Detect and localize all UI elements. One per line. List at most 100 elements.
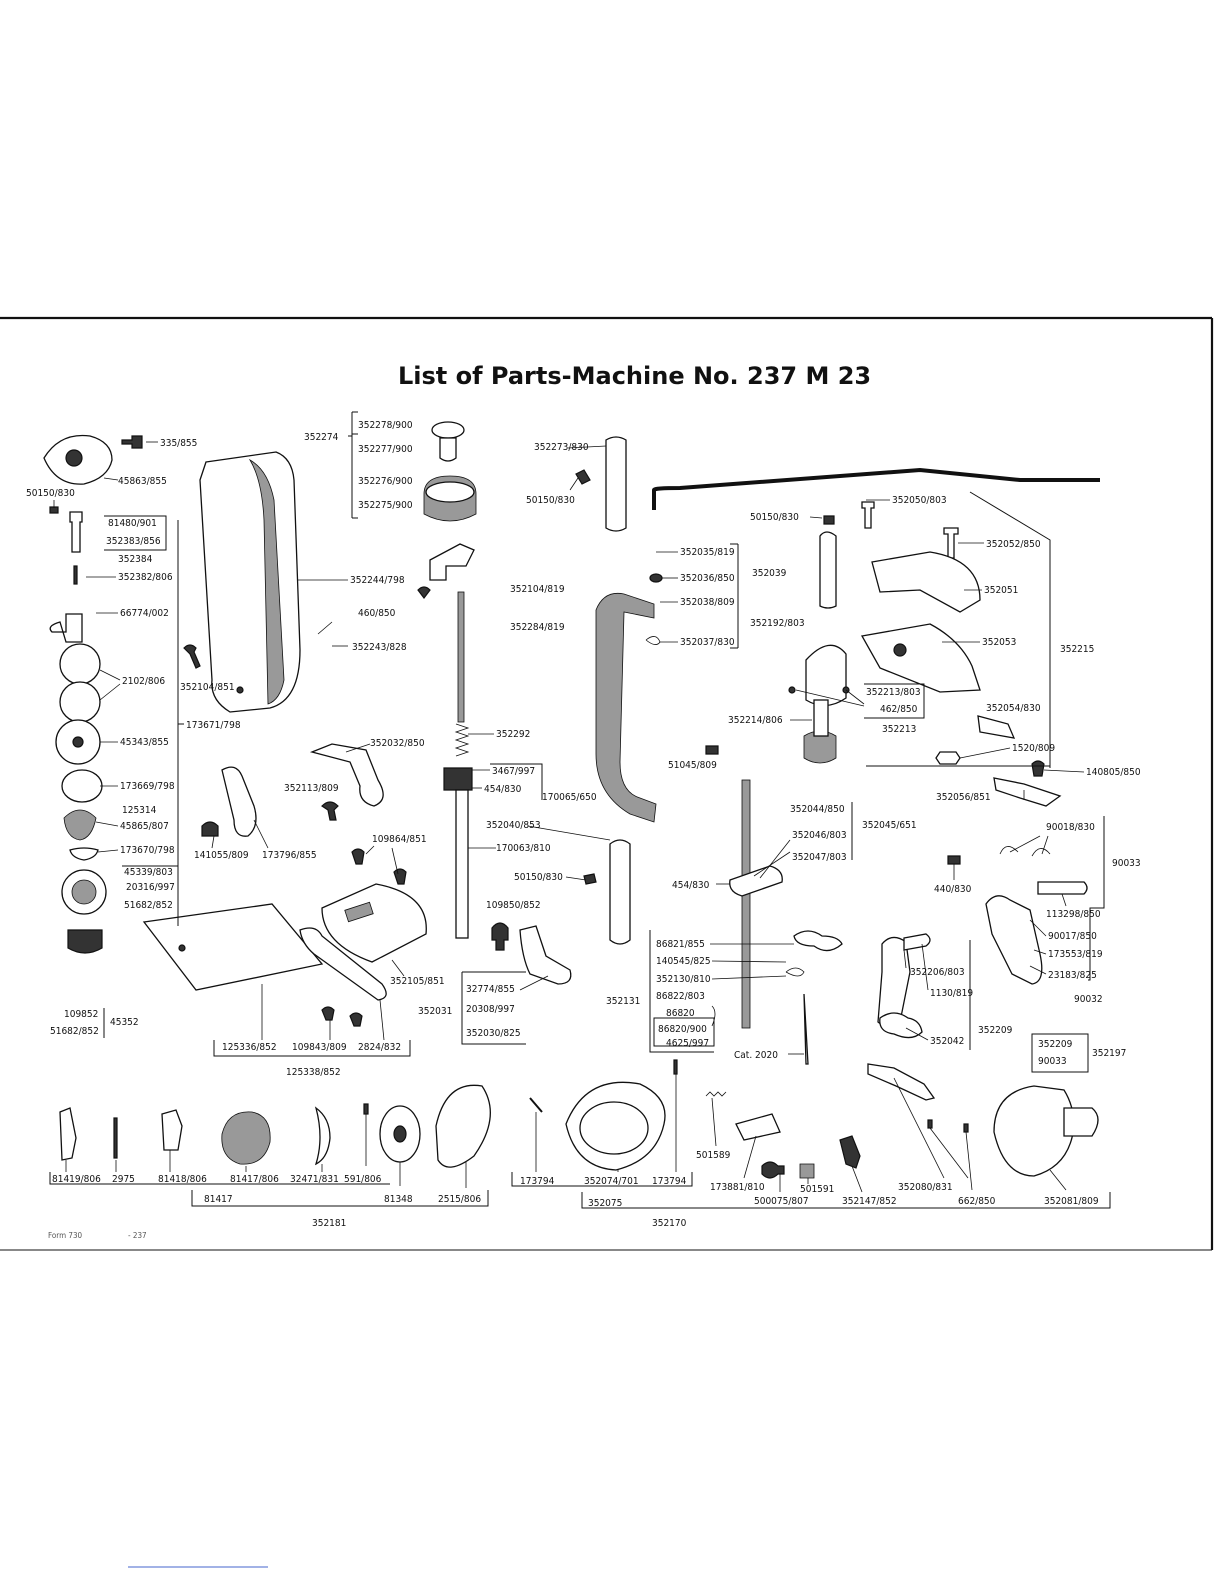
screw-352052-drawing (943, 527, 959, 559)
label-352209-b: 352209 (1038, 1039, 1073, 1050)
tension-disc-45343-hub-drawing (72, 736, 84, 748)
part-81418-drawing (161, 1109, 183, 1151)
label-352045-651: 352045/651 (862, 820, 917, 831)
label-352080-831: 352080/831 (898, 1182, 953, 1193)
label-501591: 501591 (800, 1184, 834, 1195)
needle-bar-frame-352284-drawing (595, 592, 657, 823)
label-51682-852-a: 51682/852 (124, 900, 173, 911)
label-86820-900: 86820/900 (658, 1024, 707, 1035)
label-86821-855: 86821/855 (656, 939, 705, 950)
label-3467-997: 3467/997 (492, 766, 535, 777)
label-109864-851: 109864/851 (372, 834, 427, 845)
tension-disc-2-drawing (59, 681, 101, 723)
label-45863-855: 45863/855 (118, 476, 167, 487)
guide-352045-drawing (729, 865, 783, 897)
screw-662-a-drawing (927, 1119, 933, 1129)
part-81419-drawing (59, 1107, 77, 1161)
spring-352292-drawing (454, 723, 470, 757)
label-352170: 352170 (652, 1218, 687, 1229)
label-352074-701: 352074/701 (584, 1176, 639, 1187)
label-140805-850: 140805/850 (1086, 767, 1141, 778)
label-125338-852: 125338/852 (286, 1067, 341, 1078)
label-500075-807: 500075/807 (754, 1196, 809, 1207)
label-50150-830-d: 50150/830 (750, 512, 799, 523)
label-141055-809: 141055/809 (194, 850, 249, 861)
label-50150-830-b: 50150/830 (514, 872, 563, 883)
screw-460-drawing (417, 586, 431, 599)
shaft-352192-drawing (819, 531, 837, 609)
label-173669-798: 173669/798 (120, 781, 175, 792)
screw-352050-drawing (861, 501, 875, 529)
tension-dial-inner-drawing (71, 879, 97, 905)
label-352213-803: 352213/803 (866, 687, 921, 698)
label-109850-852: 109850/852 (486, 900, 541, 911)
slide-plate-125336-drawing (142, 903, 324, 991)
label-113298-850: 113298/850 (1046, 909, 1101, 920)
spring-86822-drawing (711, 1005, 716, 1027)
tension-stud-66774-drawing (49, 613, 83, 643)
label-173794-b: 173794 (652, 1176, 687, 1187)
bracket-352275-drawing (429, 543, 475, 581)
pin-352382-drawing (73, 565, 78, 585)
pin-173794-a-drawing (529, 1097, 543, 1113)
slide-plate-hole-drawing (178, 944, 186, 952)
label-352383-856: 352383/856 (106, 536, 161, 547)
label-352075: 352075 (588, 1198, 622, 1209)
label-352206-803: 352206/803 (910, 967, 965, 978)
thread-guide-86821-drawing (793, 930, 843, 952)
label-591-806: 591/806 (344, 1174, 382, 1185)
pin-173794-b-drawing (673, 1059, 678, 1075)
label-90033-a: 90033 (1112, 858, 1141, 869)
label-2824-832: 2824/832 (358, 1042, 401, 1053)
slide-spring-2824-drawing (299, 927, 387, 1001)
label-352192-803: 352192/803 (750, 618, 805, 629)
label-352042: 352042 (930, 1036, 964, 1047)
label-352214-806: 352214/806 (728, 715, 783, 726)
label-23183-825: 23183/825 (1048, 970, 1097, 981)
label-81417: 81417 (204, 1194, 233, 1205)
shuttle-2515-drawing (435, 1084, 491, 1168)
label-20308-997: 20308/997 (466, 1004, 515, 1015)
pin-2975-drawing (113, 1117, 118, 1159)
label-352215: 352215 (1060, 644, 1094, 655)
label-4625-997: 4625/997 (666, 1038, 709, 1049)
screw-50150-top-drawing (575, 469, 591, 485)
label-173670-798: 173670/798 (120, 845, 175, 856)
label-352209-a: 352209 (978, 1025, 1013, 1036)
check-spring-173669-drawing (61, 769, 103, 803)
label-352274: 352274 (304, 432, 339, 443)
face-plate-352244-drawing (199, 451, 301, 713)
link-352054-drawing (977, 715, 1016, 739)
needle-clamp-170065-drawing (443, 767, 473, 791)
label-352213: 352213 (882, 724, 916, 735)
bracket-352053-drawing (860, 623, 981, 693)
label-352052-850: 352052/850 (986, 539, 1041, 550)
screw-591-drawing (363, 1103, 369, 1115)
label-352278-900: 352278/900 (358, 420, 413, 431)
label-352040-853: 352040/853 (486, 820, 541, 831)
presser-bar-352130-drawing (741, 779, 751, 1029)
label-352035-819: 352035/819 (680, 547, 735, 558)
nut-1520-drawing (935, 751, 961, 765)
label-173553-819: 173553/819 (1048, 949, 1103, 960)
spring-32471-drawing (314, 1106, 331, 1166)
link-352056-drawing (993, 777, 1062, 807)
part-drawings (43, 421, 1100, 1179)
label-352039: 352039 (752, 568, 787, 579)
label-170063-810: 170063/810 (496, 843, 551, 854)
throat-plate-352105-drawing (321, 883, 427, 963)
label-173794-a: 173794 (520, 1176, 555, 1187)
screw-50150-right-drawing (823, 515, 835, 525)
tension-disc-1-drawing (59, 643, 101, 685)
label-352037-830: 352037/830 (680, 637, 735, 648)
label-66774-002: 66774/002 (120, 608, 169, 619)
label-1520-809: 1520/809 (1012, 743, 1055, 754)
hook-352081-drawing (993, 1085, 1075, 1177)
screw-462-a-drawing (788, 686, 796, 694)
sleeve-352273-drawing (605, 436, 627, 532)
ring-90018-a-drawing (999, 846, 1019, 855)
label-352038-809: 352038/809 (680, 597, 735, 608)
label-2102-806: 2102/806 (122, 676, 165, 687)
pin-1130-drawing (903, 933, 931, 951)
